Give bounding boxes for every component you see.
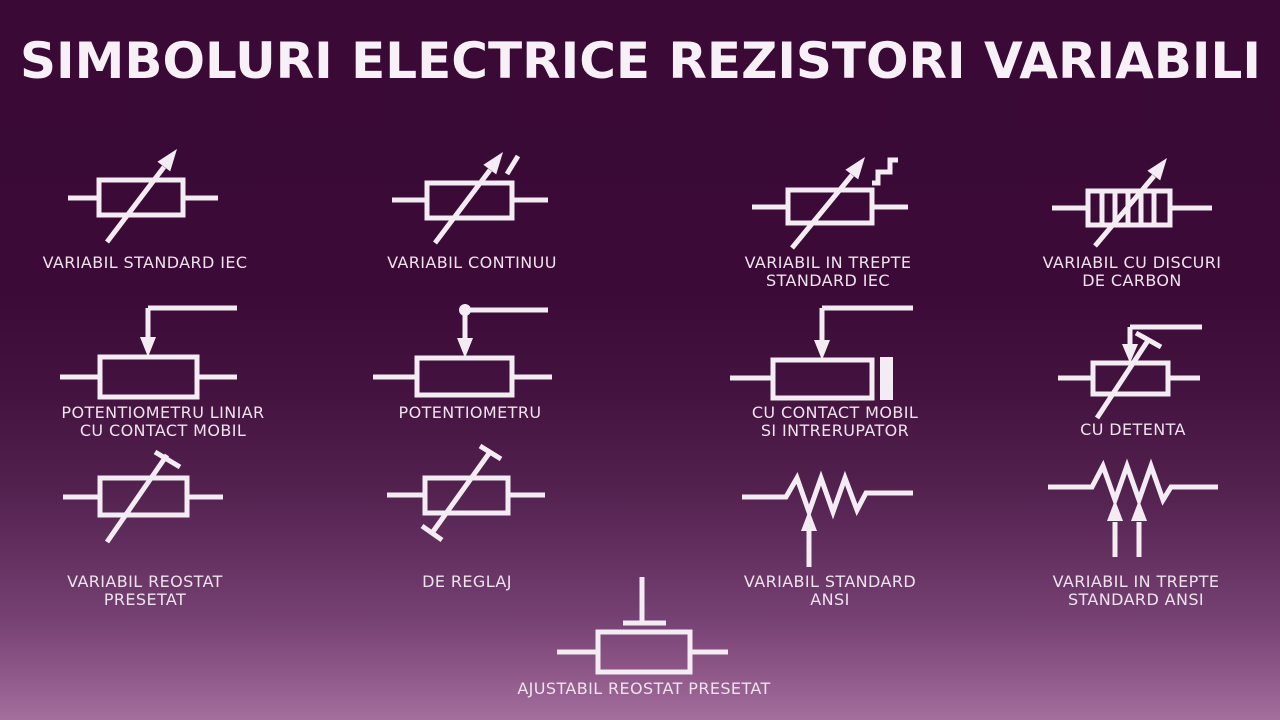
variabil-cu-discuri-de-carbon-icon [1040, 140, 1225, 255]
label-potentiometru: POTENTIOMETRU [398, 403, 542, 422]
title-word-variabili: VARIABILI [984, 32, 1261, 90]
potentiometru-liniar-cu-contact-mobil-icon [55, 300, 245, 402]
label-ajustabil-reostat-presetat: AJUSTABIL REOSTAT PRESETAT [517, 679, 771, 698]
potentiometru-icon [368, 300, 558, 400]
de-reglaj-icon [380, 440, 550, 555]
label-de-reglaj: DE REGLAJ [422, 572, 512, 591]
variabil-continuu-icon [365, 140, 560, 255]
variabil-standard-ansi-icon [735, 460, 920, 575]
variabil-in-trepte-standard-iec-icon [730, 140, 910, 255]
variabil-in-trepte-standard-ansi-icon [1045, 445, 1225, 565]
title-word-electrice: ELECTRICE [351, 32, 651, 90]
label-variabil-continuu: VARIABIL CONTINUU [387, 253, 557, 272]
variabil-reostat-presetat-icon [55, 445, 230, 560]
title-word-rezistori: REZISTORI [668, 32, 966, 90]
label-variabil-standard-iec: VARIABIL STANDARD IEC [42, 253, 248, 272]
title-word-simboluri: SIMBOLURI [20, 32, 333, 90]
ajustabil-reostat-presetat-icon [550, 570, 735, 680]
cu-contact-mobil-si-intrerupator-icon [725, 300, 920, 405]
variabil-standard-iec-icon [60, 140, 230, 255]
label-cu-detenta: CU DETENTA [1080, 420, 1186, 439]
cu-detenta-icon [1050, 305, 1205, 425]
page-title: SIMBOLURI ELECTRICE REZISTORI VARIABILI [0, 32, 1280, 90]
